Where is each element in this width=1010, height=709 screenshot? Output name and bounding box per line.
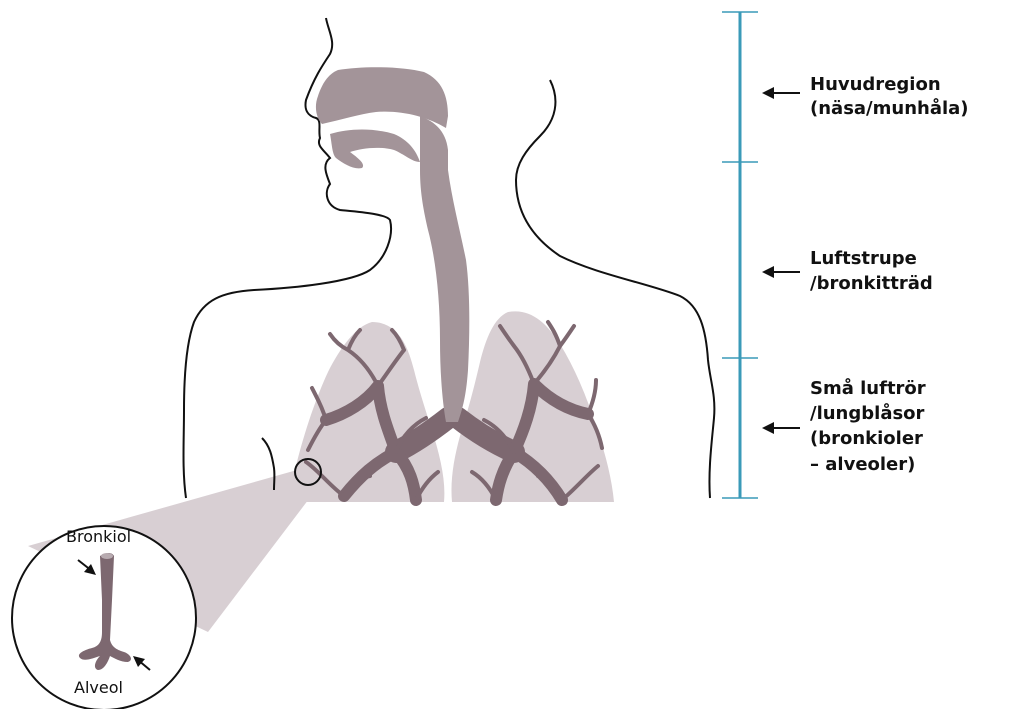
- region-trachea-bronchi: Luftstrupe /bronkitträd: [762, 248, 933, 294]
- inset-magnification: Bronkiol Alveol: [12, 526, 196, 709]
- region-label-line: (bronkioler: [810, 428, 923, 449]
- region-arrow: [762, 87, 800, 99]
- region-small-airways-alveoli: Små luftrör /lungblåsor (bronkioler – al…: [762, 377, 926, 475]
- alveolus-label: Alveol: [74, 678, 123, 697]
- region-label-line: Luftstrupe: [810, 248, 917, 269]
- region-label-line: /bronkitträd: [810, 273, 933, 294]
- region-scale-bar: [722, 12, 758, 498]
- bronchiole-opening: [101, 553, 113, 559]
- bronchiole-label: Bronkiol: [66, 527, 131, 546]
- region-arrow: [762, 266, 800, 278]
- region-label-line: (näsa/munhåla): [810, 97, 969, 119]
- region-label-line: Huvudregion: [810, 74, 941, 95]
- region-label-line: /lungblåsor: [810, 402, 925, 424]
- region-head: Huvudregion (näsa/munhåla): [762, 74, 969, 119]
- region-label-line: – alveoler): [810, 454, 915, 475]
- oral-cavity: [330, 130, 420, 169]
- region-arrow: [762, 422, 800, 434]
- pharynx-and-trachea: [420, 116, 469, 422]
- nasal-cavity: [316, 67, 448, 128]
- region-label-line: Små luftrör: [810, 377, 926, 399]
